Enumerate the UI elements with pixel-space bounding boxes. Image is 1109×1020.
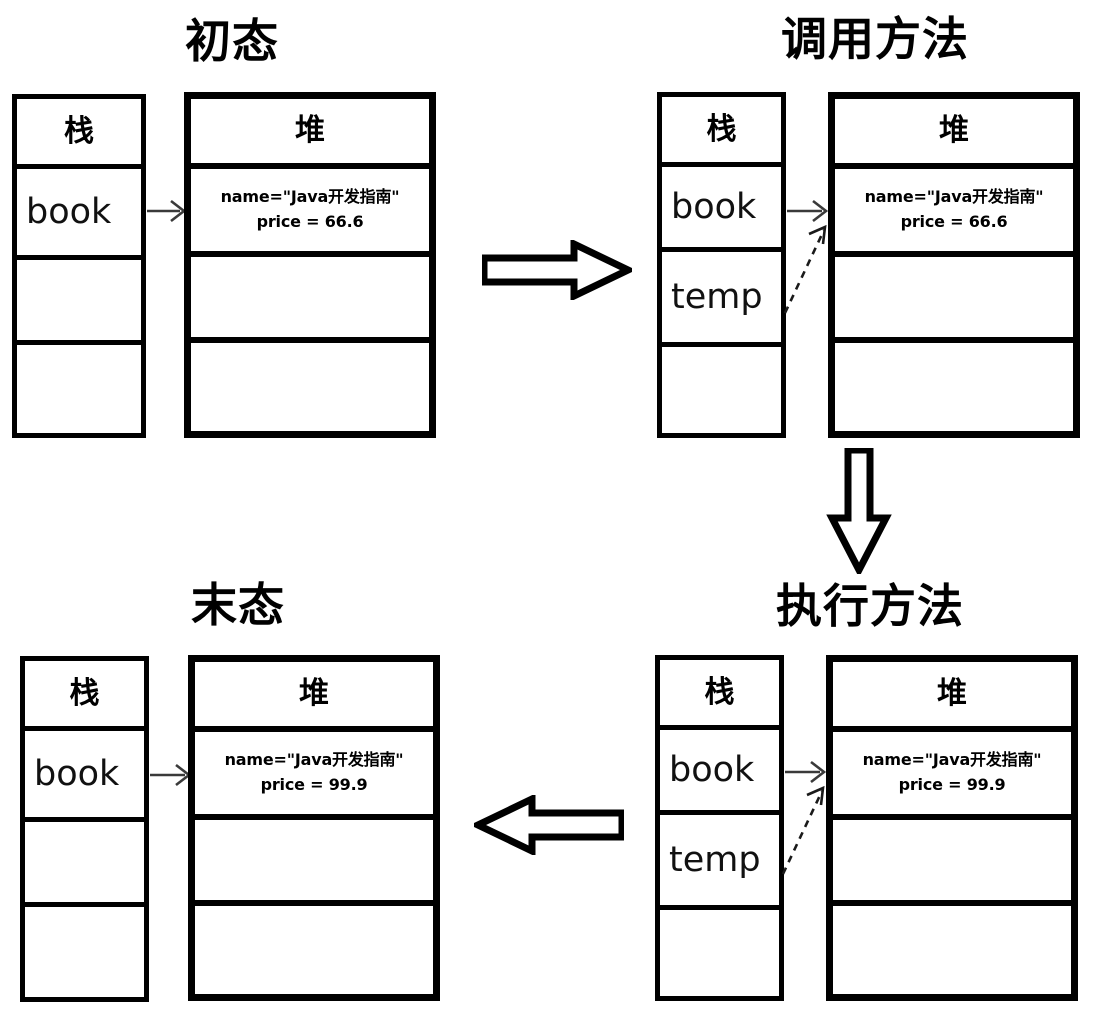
stack-box-call-method: 栈 book temp [657, 92, 786, 438]
heap-empty-cell-1 [191, 257, 429, 343]
heap-empty-cell-1 [195, 820, 433, 906]
heap-object-price-eq: = [304, 775, 329, 794]
heap-header-cell: 堆 [191, 99, 429, 169]
heap-object-cell: name="Java开发指南" price = 66.6 [191, 169, 429, 257]
stack-box-final-state: 栈 book [20, 656, 149, 1002]
stack-slot-label: book [34, 753, 120, 794]
heap-empty-cell-1 [835, 257, 1073, 343]
stack-header-cell: 栈 [660, 660, 779, 730]
stack-slot-empty-1 [17, 260, 141, 345]
flow-arrow-right-icon [482, 240, 632, 300]
heap-empty-cell-2 [835, 343, 1073, 431]
heap-object-price-eq: = [944, 212, 969, 231]
heap-header-cell: 堆 [833, 662, 1071, 732]
heap-object-name-line: name="Java开发指南" [864, 187, 1044, 207]
heap-empty-cell-2 [833, 906, 1071, 994]
pointer-arrow-temp-dashed-icon [783, 224, 827, 314]
stack-box-execute-method: 栈 book temp [655, 655, 784, 1001]
heap-box-final-state: 堆 name="Java开发指南" price = 99.9 [188, 655, 440, 1001]
stack-slot-empty-1 [662, 347, 781, 433]
flow-arrow-left-icon [474, 795, 624, 855]
heap-object-price-line: price = 99.9 [839, 773, 1065, 798]
panel-title-initial-state: 初态 [185, 14, 279, 68]
heap-header-cell: 堆 [835, 99, 1073, 169]
heap-header-label: 堆 [939, 113, 969, 148]
stack-slot-label: book [671, 186, 757, 227]
stack-slot-label: book [26, 191, 112, 232]
stack-slot-label: temp [669, 839, 761, 880]
stack-slot-label: temp [671, 276, 763, 317]
pointer-arrow-book-icon [147, 199, 187, 223]
stack-slot-temp: temp [662, 252, 781, 347]
pointer-arrow-book-icon [785, 760, 827, 784]
stack-header-label: 栈 [704, 674, 735, 710]
heap-object-price-eq: = [942, 775, 967, 794]
heap-object-content: name="Java开发指南" price = 66.6 [191, 183, 429, 237]
stack-slot-empty-2 [25, 907, 144, 997]
heap-empty-cell-2 [191, 343, 429, 431]
heap-object-content: name="Java开发指南" price = 99.9 [833, 746, 1071, 800]
heap-box-call-method: 堆 name="Java开发指南" price = 66.6 [828, 92, 1080, 438]
stack-slot-empty-1 [660, 910, 779, 996]
stack-header-label: 栈 [69, 675, 100, 711]
stack-slot-empty-1 [25, 822, 144, 907]
heap-object-price-value: 66.6 [968, 212, 1008, 231]
panel-title-final-state: 末态 [191, 578, 285, 632]
heap-object-price-line: price = 66.6 [841, 210, 1067, 235]
stack-slot-book: book [25, 731, 144, 822]
heap-object-content: name="Java开发指南" price = 99.9 [195, 746, 433, 800]
stack-slot-label: book [669, 749, 755, 790]
panel-title-call-method: 调用方法 [781, 12, 969, 66]
stack-slot-book: book [660, 730, 779, 815]
heap-object-price-value: 66.6 [324, 212, 364, 231]
heap-object-price-value: 99.9 [966, 775, 1006, 794]
stack-slot-book: book [17, 169, 141, 260]
heap-header-label: 堆 [295, 113, 325, 148]
heap-object-price-key: price [256, 212, 301, 231]
pointer-arrow-temp-dashed-icon [781, 785, 825, 875]
pointer-arrow-book-icon [787, 199, 829, 223]
stack-header-cell: 栈 [17, 99, 141, 169]
heap-object-cell: name="Java开发指南" price = 99.9 [195, 732, 433, 820]
heap-empty-cell-2 [195, 906, 433, 994]
heap-empty-cell-1 [833, 820, 1071, 906]
heap-object-price-line: price = 99.9 [201, 773, 427, 798]
heap-header-label: 堆 [299, 676, 329, 711]
stack-slot-book: book [662, 167, 781, 252]
heap-object-name-line: name="Java开发指南" [220, 187, 400, 207]
stack-header-cell: 栈 [25, 661, 144, 731]
heap-object-content: name="Java开发指南" price = 66.6 [835, 183, 1073, 237]
heap-object-cell: name="Java开发指南" price = 99.9 [833, 732, 1071, 820]
stack-box-initial-state: 栈 book [12, 94, 146, 438]
heap-object-price-eq: = [300, 212, 325, 231]
stack-slot-temp: temp [660, 815, 779, 910]
heap-object-price-key: price [260, 775, 305, 794]
stack-header-cell: 栈 [662, 97, 781, 167]
heap-object-name-line: name="Java开发指南" [862, 750, 1042, 770]
heap-header-label: 堆 [937, 676, 967, 711]
flow-arrow-down-icon [826, 448, 892, 574]
stack-slot-empty-2 [17, 345, 141, 433]
pointer-arrow-book-icon [150, 763, 192, 787]
heap-object-name-line: name="Java开发指南" [224, 750, 404, 770]
panel-title-execute-method: 执行方法 [776, 579, 964, 633]
stack-header-label: 栈 [64, 113, 94, 149]
heap-object-cell: name="Java开发指南" price = 66.6 [835, 169, 1073, 257]
heap-box-execute-method: 堆 name="Java开发指南" price = 99.9 [826, 655, 1078, 1001]
heap-object-price-key: price [900, 212, 945, 231]
heap-header-cell: 堆 [195, 662, 433, 732]
stack-header-label: 栈 [706, 111, 737, 147]
heap-object-price-key: price [898, 775, 943, 794]
heap-object-price-value: 99.9 [328, 775, 368, 794]
heap-object-price-line: price = 66.6 [197, 210, 423, 235]
heap-box-initial-state: 堆 name="Java开发指南" price = 66.6 [184, 92, 436, 438]
